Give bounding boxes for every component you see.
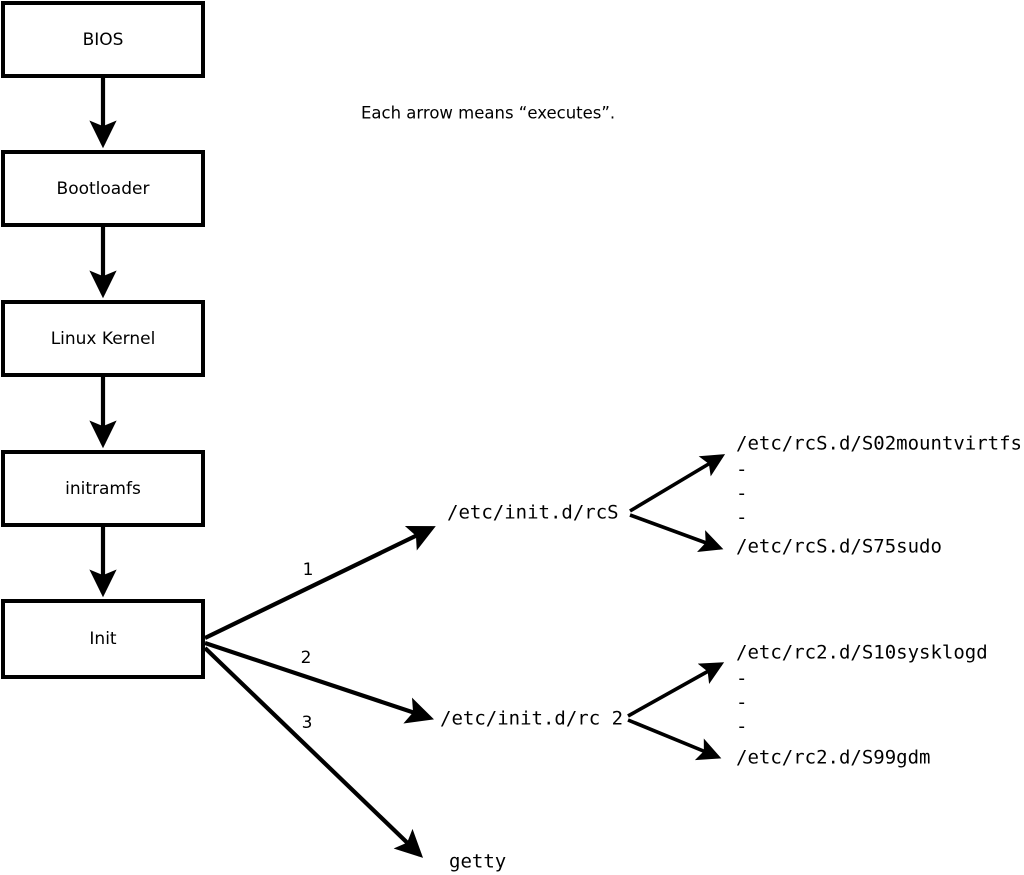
arrow-rc2-to-last-script: [627, 718, 722, 761]
node-initramfs[interactable]: initramfs: [1, 450, 205, 527]
rcs-script-last[interactable]: /etc/rcS.d/S75sudo: [736, 536, 942, 558]
rc2-ellipsis-dash-3: -: [736, 716, 747, 738]
node-init[interactable]: Init: [1, 599, 205, 679]
init-branch-numbers: 1 2 3: [301, 560, 314, 733]
rcs-ellipsis-dash-1: -: [736, 459, 747, 481]
rc2-script-first[interactable]: /etc/rc2.d/S10sysklogd: [736, 642, 988, 664]
rc2-script-last[interactable]: /etc/rc2.d/S99gdm: [736, 747, 930, 769]
rcs-script-first[interactable]: /etc/rcS.d/S02mountvirtfs: [736, 433, 1022, 455]
node-linux-kernel[interactable]: Linux Kernel: [1, 300, 205, 377]
branch-number-3: 3: [302, 713, 313, 733]
node-initramfs-rect[interactable]: [1, 450, 205, 527]
arrow-init-to-rc2: [204, 641, 434, 724]
node-bootloader[interactable]: Bootloader: [1, 150, 205, 227]
arrow-init-to-rcs: [204, 525, 436, 640]
rcs-script-list: /etc/rcS.d/S02mountvirtfs - - - /etc/rcS…: [736, 433, 1022, 558]
target-label-rc2[interactable]: /etc/init.d/rc 2: [440, 708, 623, 730]
rc2-ellipsis-dash-2: -: [736, 692, 747, 714]
rcs-ellipsis-dash-3: -: [736, 507, 747, 529]
rcs-ellipsis-dash-2: -: [736, 483, 747, 505]
node-initramfs-label: initramfs: [65, 479, 141, 499]
node-bios-rect[interactable]: [1, 1, 205, 78]
arrow-init-to-getty: [203, 646, 424, 858]
init-branch-arrows: [203, 525, 436, 858]
branch-number-1: 1: [303, 560, 314, 580]
rcs-fanout-arrows: [629, 454, 726, 553]
node-bios[interactable]: BIOS: [1, 1, 205, 78]
diagram-caption: Each arrow means “executes”.: [361, 104, 615, 123]
rc2-fanout-arrows: [627, 662, 725, 761]
arrow-rcs-to-last-script: [629, 513, 724, 553]
rc2-ellipsis-dash-1: -: [736, 668, 747, 690]
arrow-rc2-to-first-script: [627, 662, 725, 718]
init-branch-targets: /etc/init.d/rcS /etc/init.d/rc 2 getty: [440, 502, 623, 873]
branch-number-2: 2: [301, 648, 312, 668]
node-linux-kernel-rect[interactable]: [1, 300, 205, 377]
node-init-label: Init: [89, 629, 117, 649]
target-label-getty[interactable]: getty: [449, 851, 506, 873]
node-linux-kernel-label: Linux Kernel: [51, 329, 156, 349]
node-init-rect[interactable]: [1, 599, 205, 679]
boot-chain-group: BIOS Bootloader Linux Kernel initramfs I…: [1, 1, 205, 679]
rc2-script-list: /etc/rc2.d/S10sysklogd - - - /etc/rc2.d/…: [736, 642, 988, 769]
node-bootloader-label: Bootloader: [57, 179, 150, 199]
arrow-rcs-to-first-script: [629, 454, 726, 513]
node-bios-label: BIOS: [83, 30, 124, 50]
target-label-rcs[interactable]: /etc/init.d/rcS: [447, 502, 619, 524]
